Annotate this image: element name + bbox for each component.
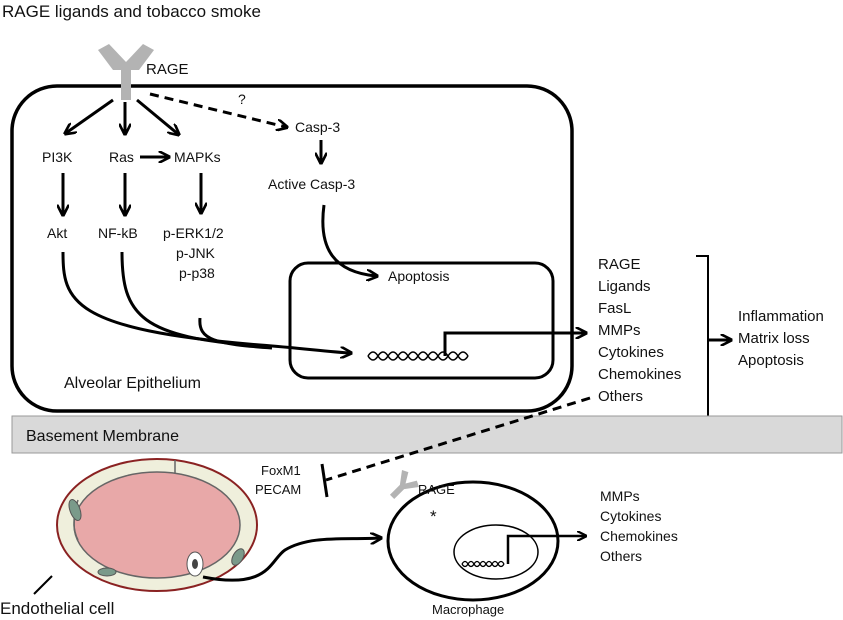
macrophage-dna-icon [461,560,505,568]
arrow-mapk-to-dna [198,317,273,350]
diagram-title: RAGE ligands and tobacco smoke [2,2,261,21]
label-nfkb: NF-kB [98,225,138,241]
outcome-item: Inflammation [738,308,824,325]
dashed-arrow-to-casp3 [149,92,286,127]
label-active-casp3: Active Casp-3 [268,176,355,192]
product-item: RAGE [598,256,641,273]
product-item: Ligands [598,278,651,295]
asterisk: * [430,507,437,526]
macrophage-product-list: MMPs Cytokines Chemokines Others [600,488,678,564]
label-pi3k: PI3K [42,149,73,165]
label-apoptosis-nucleus: Apoptosis [388,268,449,284]
outcome-list: Inflammation Matrix loss Apoptosis [738,308,824,369]
label-ras: Ras [109,149,134,165]
macrophage-product-item: Cytokines [600,508,661,524]
arrow-vessel-to-macrophage [202,538,380,582]
arrow-to-pi3k [66,98,114,133]
product-item: MMPs [598,322,641,339]
rage-receptor-icon [98,44,154,100]
product-list: RAGE Ligands FasL MMPs Cytokines Chemoki… [598,256,681,405]
blood-vessel [56,458,258,592]
label-pjnk: p-JNK [176,245,216,261]
arrow-active-casp3-to-apoptosis [321,204,376,276]
basement-membrane [11,415,843,454]
label-akt: Akt [47,225,67,241]
arrow-macrophage-dna-to-products [506,536,585,564]
macrophage-product-item: MMPs [600,488,640,504]
label-foxm1: FoxM1 [261,463,301,478]
inhibition-bar [320,463,329,498]
macrophage-rage-label: RAGE [418,482,455,497]
rage-receptor-label: RAGE [146,61,189,78]
arrow-dna-to-products [443,333,585,356]
macrophage-label: Macrophage [432,602,504,617]
product-item: FasL [598,300,631,317]
alveolar-epithelium-label: Alveolar Epithelium [64,375,201,392]
macrophage-rage-icon [389,470,419,500]
outcome-item: Apoptosis [738,352,804,369]
dna-helix-icon [367,351,469,361]
endothelial-pointer [33,575,53,595]
endothelial-cell-label: Endothelial cell [0,599,114,618]
product-item: Others [598,388,643,405]
question-mark: ? [238,91,246,107]
product-bracket [696,255,709,421]
label-casp3: Casp-3 [295,119,340,135]
macrophage-nucleus [453,524,539,580]
label-pecam: PECAM [255,482,301,497]
basement-membrane-label: Basement Membrane [26,428,179,445]
macrophage-product-item: Chemokines [600,528,678,544]
dashed-inhibition-line [325,396,591,482]
macrophage-product-item: Others [600,548,642,564]
product-item: Chemokines [598,366,681,383]
label-mapks: MAPKs [174,149,221,165]
nucleus-box [288,261,555,380]
arrow-to-mapks [136,98,178,134]
outcome-item: Matrix loss [738,330,810,347]
label-pp38: p-p38 [179,265,215,281]
label-perk: p-ERK1/2 [163,225,224,241]
product-item: Cytokines [598,344,664,361]
